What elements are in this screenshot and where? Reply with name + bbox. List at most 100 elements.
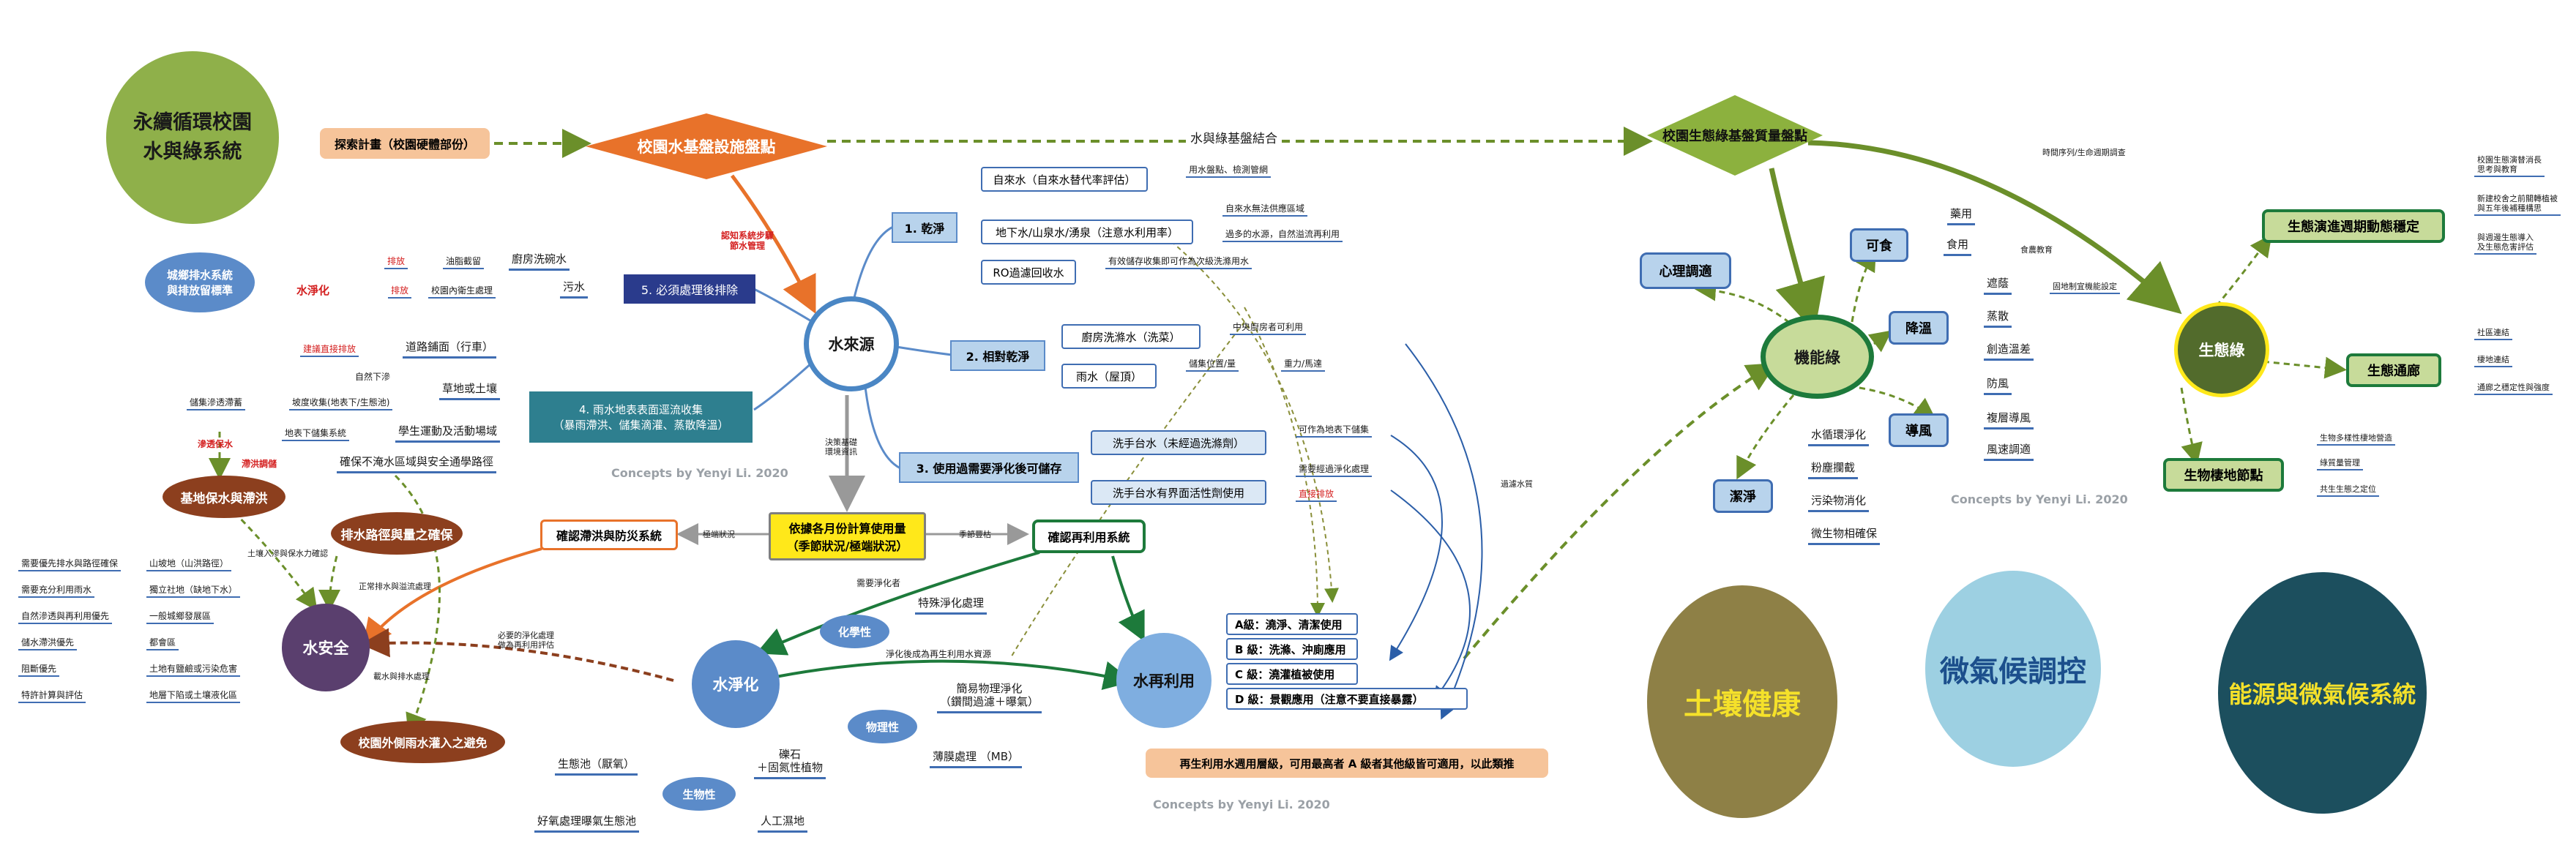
eco-diamond: 校園生態綠基盤質量盤點 (1647, 95, 1823, 176)
safety-condition: 特許計算與評估 (18, 690, 86, 704)
func-green-node: 機能綠 (1761, 315, 1874, 399)
kitchen-note: 中央廚房者可利用 (1230, 322, 1307, 336)
watermark-1: Concepts by Yenyi Li. 2020 (611, 466, 788, 480)
multi-layer: 複層導風 (1984, 411, 2034, 430)
reuse-node: 水再利用 (1116, 633, 1212, 728)
corridor-c2: 棲地連結 (2474, 355, 2512, 368)
phys-treat1: 簡易物理淨化 （鑽間過濾＋曝氣） (937, 682, 1042, 713)
food: 食用 (1944, 238, 1972, 256)
category-grey: 3. 使用過需要淨化後可儲存 (899, 452, 1079, 483)
wind-speed: 風速調適 (1984, 443, 2034, 461)
det-note1: 需要經過淨化處理 (1296, 464, 1373, 478)
safety-condition: 需要優先排水與路徑確保 (18, 558, 122, 572)
eco-habitat: 生物棲地節點 (2163, 458, 2284, 492)
safety-site-type: 土地有鹽鹼或污染危害 (146, 664, 241, 678)
phys-node: 物理性 (848, 710, 917, 743)
dust: 粉塵攔截 (1808, 461, 1859, 479)
kitchen-wash: 廚房洗碗水 (509, 252, 570, 271)
oil-trap: 油脂截留 (443, 256, 485, 270)
grass-soil: 草地或土壤 (439, 382, 501, 400)
bio-node: 生物性 (662, 777, 736, 811)
ro-note: 有效儲存收集即可作為次級洗滌用水 (1105, 256, 1252, 270)
flood-label: 滯洪調儲 (242, 459, 277, 469)
reuse-grade: D 級：景觀應用（注意不要直接暴露） (1226, 688, 1468, 710)
habitat-h1: 生物多樣性棲地營造 (2317, 433, 2395, 446)
infra-diamond: 校園水基盤設施盤點 (586, 113, 827, 179)
after-purify-label: 淨化後成為再生利用水資源 (886, 649, 992, 659)
eco-d1: 校園生態演替消長 思考與教育 (2474, 155, 2545, 178)
need-purify-label: 需要淨化者 (856, 578, 901, 588)
seep-label: 滲透保水 (198, 439, 234, 449)
filter-label: 過濾水質 (1501, 479, 1533, 489)
evap: 蒸散 (1984, 310, 2012, 328)
ground-water: 地下水/山泉水/湧泉（注意水利用率） (981, 220, 1193, 244)
normal-drain-label: 正常排水與溢流處理 (359, 582, 431, 591)
rain-note1: 儲集位置/量 (1186, 359, 1239, 372)
watermark-2: Concepts by Yenyi Li. 2020 (1153, 798, 1330, 811)
ro-water: RO過濾回收水 (981, 260, 1076, 285)
sewage: 污水 (560, 280, 589, 299)
compute-usage: 依據各月份計算使用量 （季節狀況/極端狀況） (769, 512, 926, 560)
time-label: 時間序列/生命週期調查 (2042, 148, 2126, 157)
phys-treat2: 薄膜處理 （MB） (930, 750, 1023, 768)
safety-condition: 自然滲透與再利用優先 (18, 611, 113, 625)
shade-note: 固地制宜機能設定 (2050, 282, 2120, 295)
base-flood-node: 基地保水與滯洪 (163, 476, 285, 518)
emit2: 排放 (388, 285, 412, 299)
corridor-c3: 通廊之穩定性與強度 (2474, 383, 2553, 396)
safety-site-type: 山坡地（山洪路徑） (146, 558, 232, 572)
ground-note1: 自來水無法供應區域 (1222, 203, 1308, 217)
drain-node: 排水路徑與量之確保 (331, 512, 463, 555)
activity-field: 學生運動及活動場域 (395, 424, 501, 443)
eco-dynamic: 生態演進週期動態穩定 (2262, 209, 2445, 243)
road-pavement: 道路鋪面（行車） (403, 340, 497, 359)
eco-diamond-label: 校園生態綠基盤質量盤點 (1662, 129, 1807, 144)
reuse-grade: A級：澆淨、清潔使用 (1226, 613, 1358, 635)
eco-d2: 新建校舍之前關轉植被 與五年後補種構思 (2474, 194, 2561, 217)
infra-diamond-label: 校園水基盤設施盤點 (637, 138, 776, 156)
energy-bubble: 能源與微氣候系統 (2218, 572, 2427, 814)
slope-collect: 坡度收集(地表下/生態池) (289, 397, 393, 411)
kitchen-veg-water: 廚房洗滌水（洗菜） (1061, 324, 1201, 349)
safe-route: 確保不淹水區域與安全通學路徑 (337, 455, 497, 473)
clean-node: 潔淨 (1713, 479, 1773, 513)
create-diff: 創造溫差 (1984, 342, 2034, 361)
eco-d3: 與週邊生態導入 及生態危害評估 (2474, 233, 2536, 255)
reuse-note: 再生利用水週用層級，可用最高者 A 級者其他級皆可適用，以此類推 (1146, 749, 1548, 778)
outside-node: 校園外側雨水灌入之避免 (340, 721, 505, 763)
bio-treat2: 礫石 ＋固氮性植物 (754, 748, 826, 779)
reuse-grade: C 級：澆灌植被使用 (1226, 663, 1358, 685)
pollutant: 污染物消化 (1808, 494, 1870, 512)
basin-note: 可作為地表下儲集 (1296, 424, 1373, 438)
ground-note2: 過多的水源，自然溢流再利用 (1222, 229, 1343, 243)
season-label: 季節豐枯 (959, 530, 991, 539)
title-circle: 永續循環校園 水與綠系統 (106, 51, 279, 224)
wind-node: 導風 (1889, 413, 1949, 447)
bio-treat1: 生態池（厭氧） (555, 757, 638, 776)
campus-treat: 校園內衛生處理 (428, 285, 496, 299)
ext-flood-label: 載水與排水處理 (373, 672, 430, 681)
bio-treat4: 人工濕地 (758, 814, 808, 833)
basin-det-water: 洗手台水有界面活性劑使用 (1091, 480, 1266, 505)
tap-water: 自來水（自來水替代率評估） (981, 167, 1148, 192)
chem-node: 化學性 (820, 615, 889, 648)
microbe: 微生物相確保 (1808, 527, 1881, 545)
eco-core-node: 生態綠 (2174, 302, 2269, 397)
watermark-3: Concepts by Yenyi Li. 2020 (1951, 492, 2128, 506)
underground-store: 地表下儲集系統 (282, 428, 350, 442)
step-label: 認知系統步驟 節水管理 (721, 230, 774, 252)
link-label: 水與綠基盤結合 (1186, 132, 1282, 147)
safety-site-type: 獨立社地（缺地下水） (146, 585, 241, 599)
corridor-c1: 社區連結 (2474, 328, 2512, 341)
medicine: 藥用 (1947, 207, 1976, 225)
purify-node: 水淨化 (692, 640, 780, 728)
basin-water: 洗手台水（未經過洗滌劑） (1091, 430, 1266, 455)
safety-site-type: 都會區 (146, 637, 179, 651)
urban-drainage: 城鄉排水系統 與排放留標準 (145, 252, 255, 312)
soil-infil-label: 土壤入滲與保水力確認 (247, 549, 328, 558)
det-note2: 直接排放 (1296, 489, 1337, 503)
decide-label: 決策基礎 環境資訊 (825, 438, 857, 457)
water-source-node: 水來源 (804, 296, 899, 391)
category-runoff: 4. 雨水地表表面逕流收集 （暴雨滯洪、儲集滴灌、蒸散降溫） (529, 391, 753, 443)
